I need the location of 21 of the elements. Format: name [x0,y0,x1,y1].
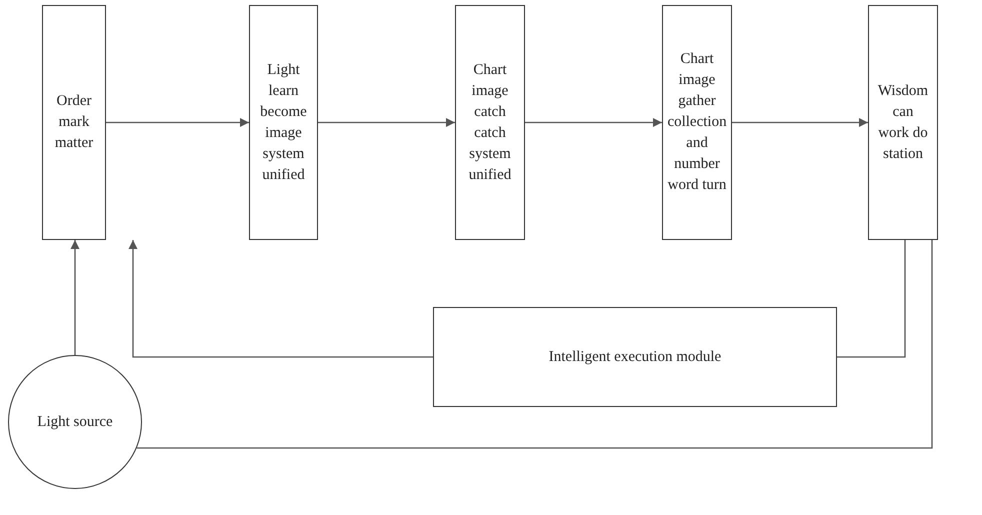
process-box [455,5,525,240]
process-box [249,5,318,240]
arrow [525,118,662,127]
arrow [732,118,868,127]
node-label: Light learn become image system unified [259,60,308,184]
connector-line [136,240,933,449]
arrow [70,240,80,355]
node-label: Light source [37,412,113,432]
connector-line [837,240,906,358]
arrow [128,240,433,358]
arrow [106,118,249,127]
process-box [42,5,106,240]
process-box [662,5,732,240]
node-label: Order mark matter [54,92,94,153]
process-box [433,307,837,407]
node-label: Intelligent execution module [548,348,722,366]
node-label: Wisdom can work do station [876,82,930,164]
node-label: Chart image gather collection and number word turn [667,50,727,195]
arrow [318,118,455,127]
node-label: Chart image catch catch system unified [468,60,512,184]
process-box [868,5,938,240]
